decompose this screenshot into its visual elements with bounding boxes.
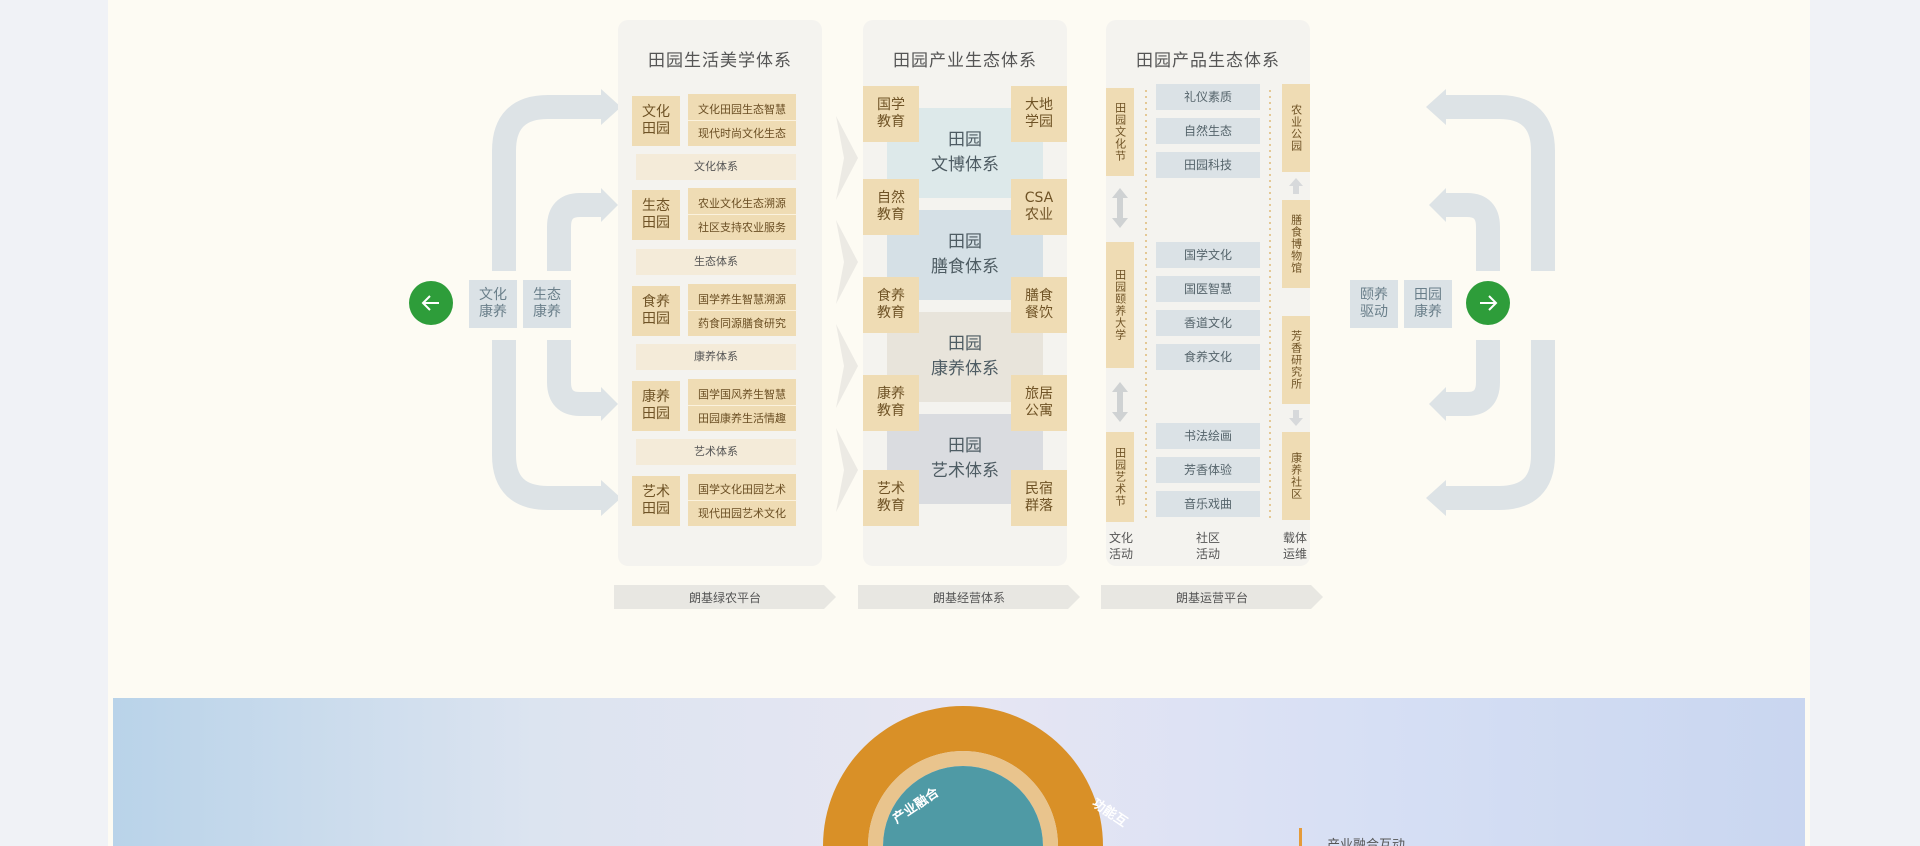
group-item: 药食同源膳食研究 xyxy=(698,317,786,330)
left-flow-arrows xyxy=(492,89,621,516)
left-tile: 食养 教育 xyxy=(863,277,919,333)
group-label: 生态 田园 xyxy=(632,190,680,240)
right-inner-label: 颐养 驱动 xyxy=(1350,280,1398,328)
right-vertical-label: 康养社区 xyxy=(1282,432,1310,520)
left-vertical-label: 田园文化节 xyxy=(1106,88,1134,176)
ring-diagram xyxy=(823,706,1103,846)
arrow-head xyxy=(1426,89,1446,125)
orange-divider xyxy=(1299,828,1302,846)
group-item: 农业文化生态溯源 xyxy=(698,197,786,210)
right-flow-arrows xyxy=(1426,89,1555,516)
group-item: 国学文化田园艺术 xyxy=(698,483,786,496)
arrow-head xyxy=(601,387,618,421)
product-item: 香道文化 xyxy=(1156,310,1260,336)
down-arrow-icon xyxy=(1289,410,1303,426)
product-item: 礼仪素质 xyxy=(1156,84,1260,110)
left-vertical-label: 田园颐养大学 xyxy=(1106,242,1134,368)
double-arrow-icon xyxy=(1112,188,1128,228)
left-tile: 艺术 教育 xyxy=(863,470,919,526)
group-items: 国学养生智慧溯源 药食同源膳食研究 xyxy=(688,284,796,336)
product-item: 田园科技 xyxy=(1156,152,1260,178)
group-label: 艺术 田园 xyxy=(632,476,680,526)
system-label: 艺术体系 xyxy=(636,439,796,465)
panel-title: 田园产业生态体系 xyxy=(893,51,1037,71)
group-items: 文化田园生态智慧 现代时尚文化生态 xyxy=(688,94,796,146)
footer-label: 载体 运维 xyxy=(1282,531,1307,562)
left-tile: 康养 教育 xyxy=(863,375,919,431)
right-tile: 膳食 餐饮 xyxy=(1011,277,1067,333)
panel-industry: 田园产业生态体系 田园 文博体系 田园 膳食体系 田园 康养体系 田园 艺术体系… xyxy=(863,20,1067,566)
group-label: 文化 田园 xyxy=(632,96,680,146)
product-item: 国学文化 xyxy=(1156,242,1260,268)
next-button[interactable] xyxy=(1466,281,1510,325)
system-label: 文化体系 xyxy=(636,154,796,180)
arrow-head xyxy=(1426,480,1446,516)
panel-product: 田园产品生态体系 田园文化节 田园颐养大学 田园艺术节 礼仪素质 自然生态 田园… xyxy=(1106,20,1310,566)
group-label: 康养 田园 xyxy=(632,381,680,431)
arrow-left-icon xyxy=(421,295,439,311)
prev-button[interactable] xyxy=(409,281,453,325)
chevron-arrows xyxy=(836,116,858,512)
footer-label: 文化 活动 xyxy=(1108,531,1133,562)
platform-tag: 朗基运营平台 xyxy=(1101,585,1323,609)
left-tile: 国学 教育 xyxy=(863,86,919,142)
bottom-banner: 产业融合 功能互 产业融合互动 xyxy=(113,698,1805,846)
group-item: 现代田园艺术文化 xyxy=(698,507,786,520)
right-outer-label: 田园 康养 xyxy=(1404,280,1452,328)
right-tile: 民宿 群落 xyxy=(1011,470,1067,526)
product-item: 芳香体验 xyxy=(1156,457,1260,483)
right-vertical-label: 膳食博物馆 xyxy=(1282,200,1310,288)
double-arrow-icon xyxy=(1112,382,1128,422)
group-item: 现代时尚文化生态 xyxy=(698,127,786,140)
platform-tag: 朗基绿农平台 xyxy=(614,585,836,609)
system-label: 康养体系 xyxy=(636,344,796,370)
left-inner-label: 生态 康养 xyxy=(523,280,571,328)
right-vertical-label: 芳香研究所 xyxy=(1282,316,1310,404)
group-item: 社区支持农业服务 xyxy=(698,221,786,234)
system-label: 生态体系 xyxy=(636,249,796,275)
product-item: 食养文化 xyxy=(1156,344,1260,370)
product-item: 自然生态 xyxy=(1156,118,1260,144)
arrow-head xyxy=(601,480,621,516)
group-item: 国学国风养生智慧 xyxy=(698,388,786,401)
arrow-head xyxy=(601,188,618,222)
side-text: 产业融合互动 xyxy=(1327,838,1406,846)
up-arrow-icon xyxy=(1289,178,1303,194)
left-vertical-label: 田园艺术节 xyxy=(1106,432,1134,522)
arrow-head xyxy=(601,89,621,125)
group-item: 国学养生智慧溯源 xyxy=(698,293,786,306)
left-tile: 自然 教育 xyxy=(863,179,919,235)
page: 文化 康养 生态 康养 颐养 驱动 田园 康养 田园生活美学体系 文化 田园 文… xyxy=(108,0,1810,846)
group-items: 国学文化田园艺术 现代田园艺术文化 xyxy=(688,474,796,526)
footer-label: 社区 活动 xyxy=(1195,531,1220,562)
platform-tag: 朗基经营体系 xyxy=(858,585,1080,609)
group-items: 农业文化生态溯源 社区支持农业服务 xyxy=(688,188,796,240)
group-items: 国学国风养生智慧 田园康养生活情趣 xyxy=(688,379,796,431)
right-tile: 大地 学园 xyxy=(1011,86,1067,142)
right-vertical-label: 农业公园 xyxy=(1282,84,1310,172)
product-item: 国医智慧 xyxy=(1156,276,1260,302)
right-tile: 旅居 公寓 xyxy=(1011,375,1067,431)
arrow-right-icon xyxy=(1480,295,1498,311)
group-item: 田园康养生活情趣 xyxy=(698,412,786,425)
product-item: 书法绘画 xyxy=(1156,423,1260,449)
arrow-head xyxy=(1429,188,1446,222)
panel-title: 田园生活美学体系 xyxy=(648,51,792,71)
group-item: 文化田园生态智慧 xyxy=(698,103,786,116)
group-label: 食养 田园 xyxy=(632,286,680,336)
left-outer-label: 文化 康养 xyxy=(469,280,517,328)
right-tile: CSA 农业 xyxy=(1011,179,1067,235)
product-item: 音乐戏曲 xyxy=(1156,491,1260,517)
panel-title: 田园产品生态体系 xyxy=(1136,51,1280,71)
panel-lifestyle: 田园生活美学体系 文化 田园 文化田园生态智慧 现代时尚文化生态 文化体系 生态… xyxy=(618,20,822,566)
arrow-head xyxy=(1429,387,1446,421)
